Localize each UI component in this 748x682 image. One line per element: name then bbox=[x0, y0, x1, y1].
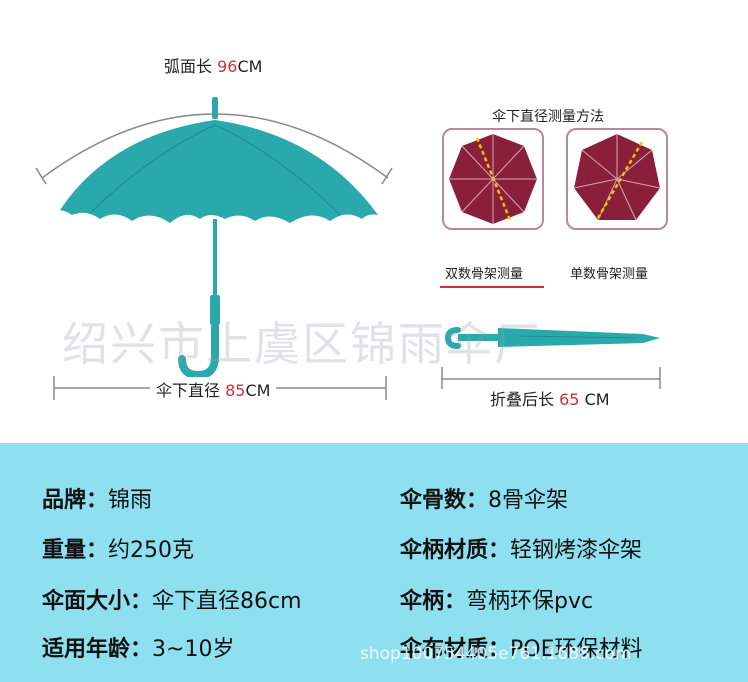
folded-umbrella-image bbox=[444, 327, 660, 349]
spec-age: 适用年龄：3~10岁 bbox=[42, 637, 235, 662]
arc-length-label: 弧面长 96CM bbox=[164, 57, 263, 76]
spec-weight: 重量：约250克 bbox=[42, 538, 195, 563]
spec-brand: 品牌：锦雨 bbox=[42, 488, 153, 513]
spec-fabric-material: 伞布材质：POE环保材料 bbox=[400, 637, 643, 662]
open-umbrella-image bbox=[60, 97, 378, 380]
product-diagram-panel: 弧面长 96CM 伞下直径 85CM 伞下直径测量方法 bbox=[35, 57, 668, 409]
spec-panel bbox=[0, 443, 748, 682]
diameter-label: 伞下直径 85CM bbox=[150, 377, 277, 401]
spec-handle: 伞柄：弯柄环保pvc bbox=[400, 589, 594, 614]
heptagon-canopy-icon bbox=[573, 134, 661, 221]
even-rib-diagram bbox=[442, 128, 544, 230]
spec-frame-material: 伞柄材质：轻钢烤漆伞架 bbox=[400, 538, 643, 563]
odd-rib-diagram bbox=[566, 128, 668, 230]
odd-rib-label: 单数骨架测量 bbox=[570, 267, 649, 282]
even-rib-label: 双数骨架测量 bbox=[445, 267, 524, 282]
shop-url-watermark: shop100754405e761.1688.com bbox=[360, 644, 632, 664]
octagon-canopy-icon bbox=[449, 134, 537, 224]
folded-dimension-line bbox=[441, 367, 661, 389]
active-method-underline bbox=[440, 286, 544, 288]
spec-rib-count: 伞骨数：8骨伞架 bbox=[400, 488, 569, 513]
measurement-method-title: 伞下直径测量方法 bbox=[492, 109, 604, 125]
spec-canopy-size: 伞面大小：伞下直径86cm bbox=[42, 589, 302, 614]
folded-length-label: 折叠后长 65 CM bbox=[490, 390, 610, 409]
factory-watermark: 绍兴市上虞区锦雨伞厂 bbox=[62, 317, 542, 371]
